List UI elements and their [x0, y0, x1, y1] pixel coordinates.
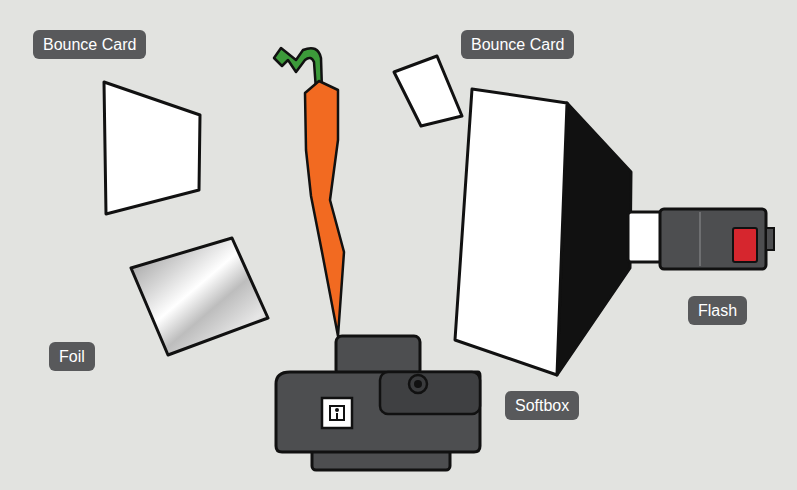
tag-text: Foil: [59, 347, 85, 366]
tag-text: Softbox: [515, 396, 569, 415]
hot-shoe-contact: [330, 406, 344, 420]
carrot: [305, 81, 344, 336]
foil-reflector: [131, 238, 268, 355]
bounce-card: [104, 82, 200, 214]
camera-dial: [409, 375, 427, 393]
camera-dial-center: [414, 380, 422, 388]
label-tag: Flash: [688, 296, 747, 325]
flash-seam: [699, 212, 701, 266]
flash-head: [628, 212, 662, 262]
tag-text: Bounce Card: [471, 35, 564, 54]
hot-shoe-pin: [336, 413, 338, 419]
label-tag: Softbox: [505, 391, 579, 420]
label-tag: Bounce Card: [33, 30, 146, 59]
bounce-card: [394, 56, 462, 126]
tag-text: Bounce Card: [43, 35, 136, 54]
hot-shoe: [322, 398, 352, 428]
camera-body: [276, 372, 480, 452]
hot-shoe-pin: [335, 408, 339, 412]
camera-grip: [380, 372, 480, 414]
flash-button: [733, 228, 757, 262]
tag-text: Flash: [698, 301, 737, 320]
label-tag: Foil: [49, 342, 95, 371]
softbox-front: [455, 89, 567, 375]
flash-body: [660, 209, 766, 269]
label-tag: Bounce Card: [461, 30, 574, 59]
flash-foot: [766, 228, 774, 250]
softbox-side: [557, 103, 631, 375]
camera-viewfinder: [336, 336, 420, 376]
